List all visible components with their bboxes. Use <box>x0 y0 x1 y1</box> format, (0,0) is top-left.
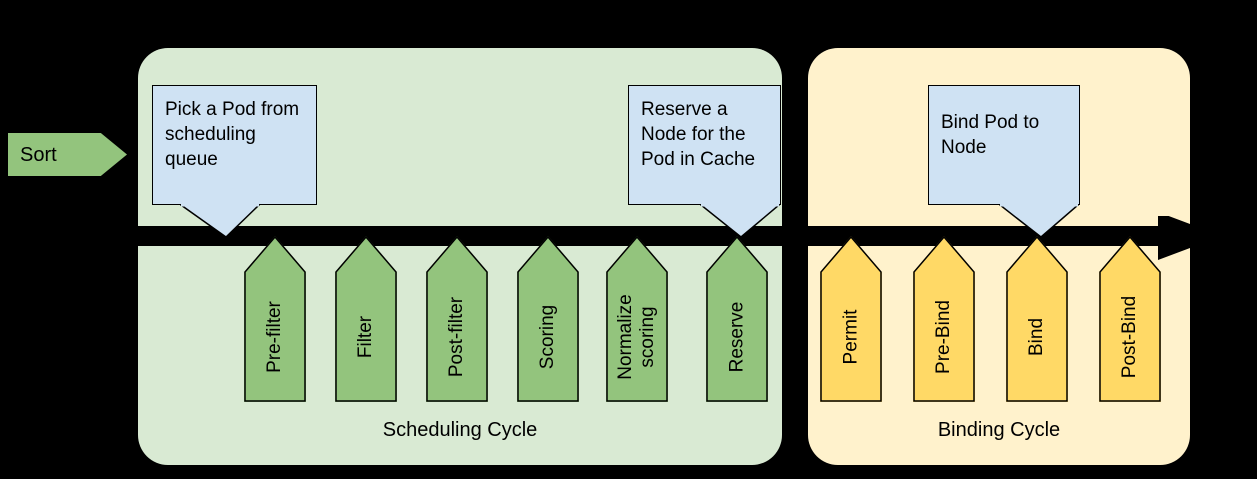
plugin-permit[interactable]: Permit <box>820 236 882 402</box>
plugin-bind[interactable]: Bind <box>1006 236 1068 402</box>
plugin-label: Pre-Bind <box>933 300 955 374</box>
plugin-pre-filter[interactable]: Pre-filter <box>244 236 306 402</box>
plugin-label-wrap: Post-Bind <box>1099 272 1161 402</box>
plugin-label-wrap: Normalize scoring <box>606 272 668 402</box>
callout-box <box>928 85 1080 205</box>
plugin-label-wrap: Pre-filter <box>244 272 306 402</box>
sort-label: Sort <box>20 143 57 166</box>
plugin-outline <box>1006 236 1068 402</box>
plugin-label-wrap: Reserve <box>706 272 768 402</box>
plugin-scoring[interactable]: Scoring <box>517 236 579 402</box>
callout-tail <box>180 204 260 238</box>
plugin-label-wrap: Pre-Bind <box>913 272 975 402</box>
callout-tail <box>999 204 1079 238</box>
plugin-normalize-scoring[interactable]: Normalize scoring <box>606 236 668 402</box>
callout-box <box>628 85 781 205</box>
plugin-label: Scoring <box>537 304 559 370</box>
plugin-label-wrap: Scoring <box>517 272 579 402</box>
scheduling-cycle-label: Scheduling Cycle <box>382 419 538 441</box>
plugin-outline <box>1099 236 1161 402</box>
plugin-label: Post-filter <box>446 296 467 378</box>
plugin-label: Filter <box>354 315 376 359</box>
plugin-label-wrap: Permit <box>820 272 882 402</box>
plugin-label: Reserve <box>726 301 747 373</box>
plugin-label: Permit <box>840 309 861 365</box>
callout-reserve-node: Reserve a Node for the Pod in Cache <box>628 85 781 238</box>
plugin-shape <box>1006 236 1068 402</box>
plugin-label-wrap: Filter <box>335 272 397 402</box>
callout-tail <box>700 204 780 238</box>
plugin-shape <box>820 236 882 402</box>
plugin-outline <box>335 236 397 402</box>
callout-text: Bind Pod to Node <box>941 112 1040 158</box>
sort-arrow[interactable]: Sort <box>8 133 127 176</box>
plugin-shape <box>606 236 668 402</box>
callout-box <box>152 85 317 205</box>
plugin-outline <box>244 236 306 402</box>
plugin-post-filter[interactable]: Post-filter <box>426 236 488 402</box>
sort-arrow-shape <box>8 133 127 176</box>
plugin-label: Bind <box>1026 317 1047 357</box>
plugin-shape <box>706 236 768 402</box>
plugin-outline <box>706 236 768 402</box>
plugin-post-bind[interactable]: Post-Bind <box>1099 236 1161 402</box>
plugin-shape <box>517 236 579 402</box>
plugin-filter[interactable]: Filter <box>335 236 397 402</box>
plugin-outline <box>426 236 488 402</box>
callout-bind-pod: Bind Pod to Node <box>928 85 1080 238</box>
plugin-outline <box>913 236 975 402</box>
plugin-shape <box>913 236 975 402</box>
plugin-label-wrap: Bind <box>1006 272 1068 402</box>
plugin-label-wrap: Post-filter <box>426 272 488 402</box>
plugin-outline <box>820 236 882 402</box>
plugin-label: Pre-filter <box>264 301 286 373</box>
plugin-outline <box>517 236 579 402</box>
binding-cycle-label: Binding Cycle <box>937 419 1061 441</box>
plugin-label: Normalize scoring <box>615 294 658 380</box>
callout-pick-pod: Pick a Pod from scheduling queue <box>152 85 317 238</box>
plugin-outline <box>606 236 668 402</box>
plugin-shape <box>426 236 488 402</box>
callout-text: Pick a Pod from scheduling queue <box>165 99 300 170</box>
plugin-shape <box>335 236 397 402</box>
plugin-label: Post-Bind <box>1119 295 1140 379</box>
plugin-reserve[interactable]: Reserve <box>706 236 768 402</box>
plugin-pre-bind[interactable]: Pre-Bind <box>913 236 975 402</box>
plugin-shape <box>1099 236 1161 402</box>
callout-text: Reserve a Node for the Pod in Cache <box>641 99 756 170</box>
plugin-shape <box>244 236 306 402</box>
